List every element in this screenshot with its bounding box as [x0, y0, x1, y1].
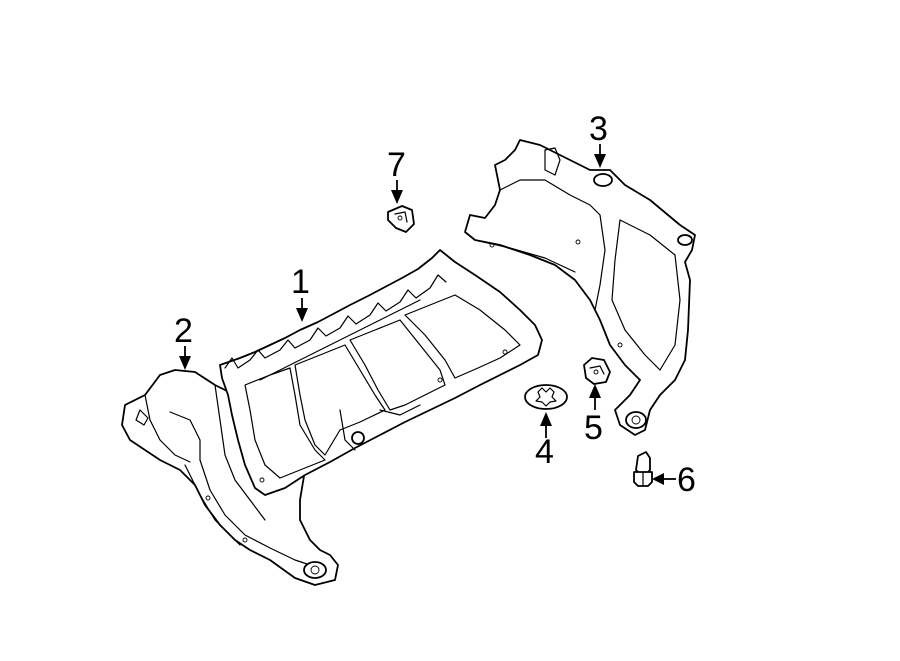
callout-number-4: 4: [535, 433, 554, 471]
callout-number-6: 6: [677, 461, 696, 499]
callout-arrow-2: [179, 346, 191, 370]
callout-arrow-7: [391, 180, 403, 204]
callout-arrow-3: [594, 144, 606, 168]
callout-number-7: 7: [387, 146, 406, 184]
splash-shield-right: [464, 139, 696, 436]
clip-nut: [583, 357, 611, 385]
callout-number-2: 2: [174, 312, 193, 350]
callout-arrow-1: [296, 298, 308, 322]
engine-splash-shield-center: [219, 249, 543, 496]
bolt: [633, 451, 653, 487]
bracket: [387, 205, 415, 233]
callout-number-1: 1: [291, 263, 310, 301]
callout-arrow-6: [652, 473, 676, 485]
push-retainer: [524, 384, 568, 410]
callout-number-5: 5: [584, 409, 603, 447]
callout-arrow-4: [540, 412, 552, 438]
callout-arrow-5: [589, 384, 601, 410]
callout-number-3: 3: [589, 110, 608, 148]
